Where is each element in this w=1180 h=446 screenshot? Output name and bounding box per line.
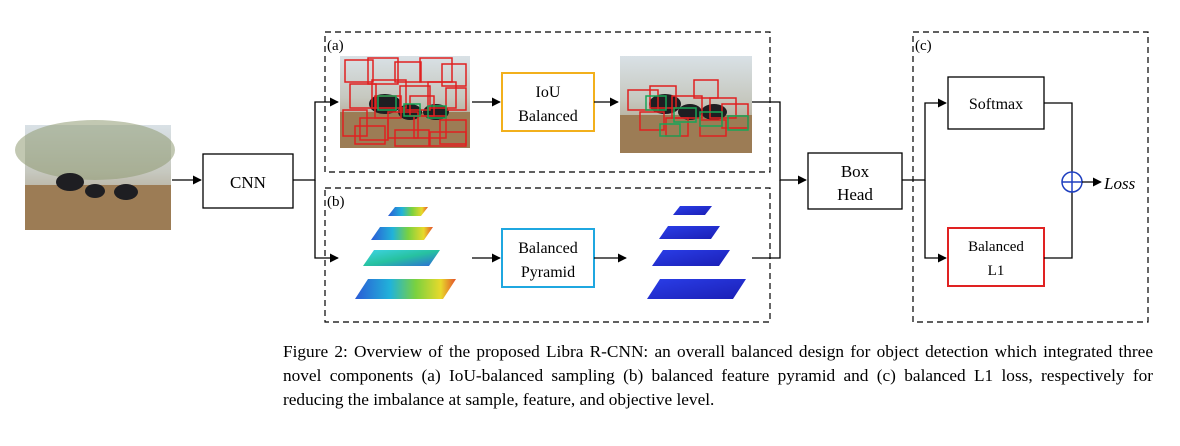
proposal-box [699, 111, 723, 127]
proposal-box [699, 119, 727, 137]
l1-line2: L1 [988, 263, 1005, 279]
proposal-box [399, 85, 431, 111]
proposal-image-dense [340, 56, 470, 148]
proposal-box [709, 97, 737, 119]
panel-c-frame [912, 31, 1149, 323]
proposal-box [441, 63, 467, 87]
softmax-box [947, 76, 1045, 130]
cnn-box [202, 153, 294, 209]
balanced-l1-box [947, 227, 1045, 287]
proposal-box [377, 95, 397, 111]
proposal-box [429, 131, 467, 147]
boxhead-line1: Box [841, 162, 870, 181]
proposal-box [427, 81, 457, 109]
proposal-box [445, 87, 467, 111]
box-head [807, 152, 903, 210]
feature-pyramid-output [647, 206, 746, 299]
iou-line1: IoU [536, 84, 561, 101]
proposal-box [371, 79, 407, 109]
panel-a-label: (a) [327, 38, 344, 54]
input-image [15, 120, 175, 230]
panel-c-label: (c) [915, 38, 932, 54]
proposal-box [367, 57, 399, 85]
proposal-box [639, 111, 665, 131]
pyramid-line1: Balanced [518, 240, 578, 257]
proposal-box [394, 129, 430, 147]
proposal-image-balanced [620, 56, 752, 153]
proposal-box [727, 115, 749, 131]
proposal-box [354, 125, 386, 145]
proposal-box [403, 103, 421, 117]
proposal-box [627, 89, 659, 111]
l1-line1: Balanced [968, 239, 1024, 255]
proposal-box [659, 123, 681, 137]
figure-caption: Figure 2: Overview of the proposed Libra… [283, 342, 1153, 409]
iou-line2: Balanced [518, 108, 578, 125]
loss-label: Loss [1103, 174, 1136, 193]
balanced-pyramid-box [501, 228, 595, 288]
proposal-box [394, 61, 422, 83]
sum-icon [1061, 171, 1083, 193]
feature-pyramid-input [355, 207, 456, 299]
softmax-label: Softmax [969, 96, 1023, 113]
proposal-box [427, 105, 447, 119]
pyramid-line2: Pyramid [521, 264, 575, 281]
architecture-diagram: CNN (a) IoU Balanced (b) Balanced Py [15, 31, 1149, 323]
proposal-box [344, 59, 374, 83]
proposal-box [673, 107, 697, 123]
iou-balanced-box [501, 72, 595, 132]
proposal-box [649, 85, 677, 109]
boxhead-line2: Head [837, 185, 873, 204]
proposal-box [387, 111, 419, 139]
cnn-label: CNN [230, 173, 266, 192]
panel-b-label: (b) [327, 194, 345, 210]
proposal-box [693, 79, 719, 99]
panel-b-frame [324, 187, 771, 323]
proposal-box [645, 95, 667, 111]
